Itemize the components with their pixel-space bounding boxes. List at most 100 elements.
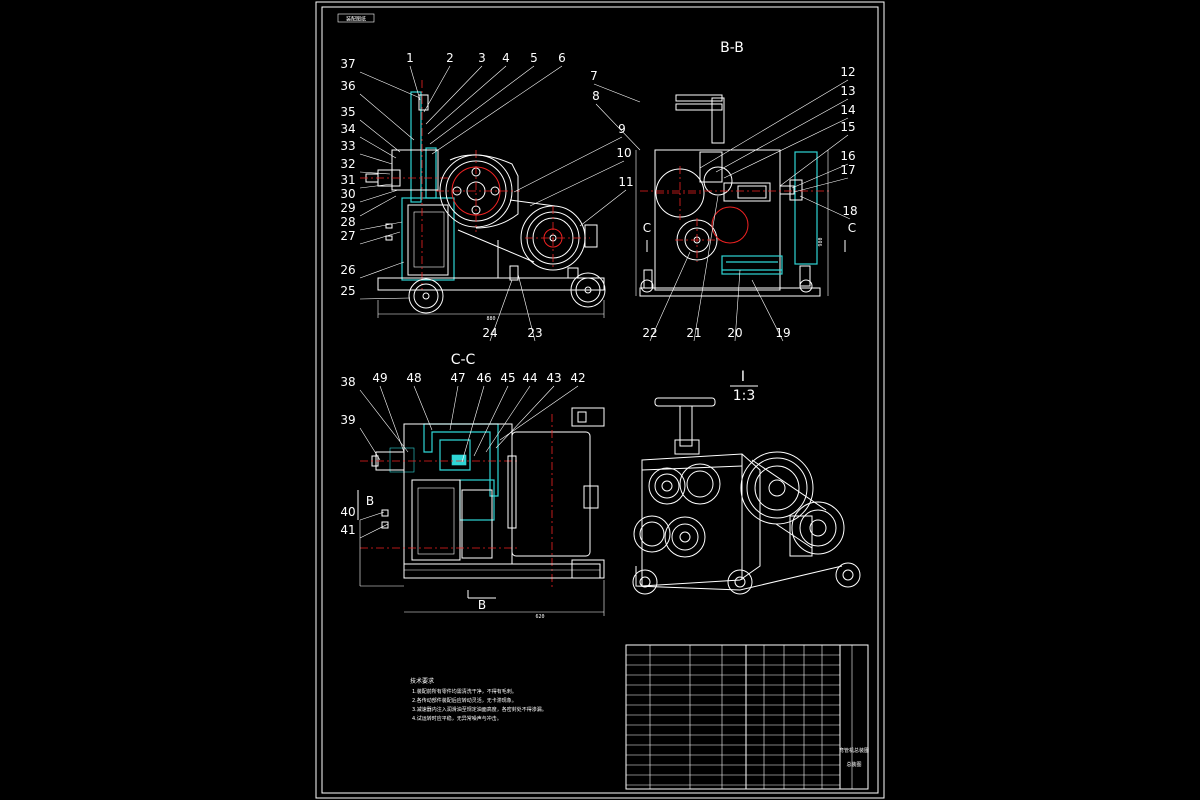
part-label-28: 28 bbox=[340, 215, 355, 229]
cc-view: C-C 620 B B bbox=[357, 352, 605, 620]
part-label-2: 2 bbox=[446, 51, 454, 65]
part-label-8: 8 bbox=[592, 89, 600, 103]
part-label-24: 24 bbox=[482, 326, 497, 340]
leader-line bbox=[579, 189, 627, 227]
front-width-dim: 880 bbox=[486, 316, 495, 322]
part-label-21: 21 bbox=[686, 326, 701, 340]
tech-heading: 技术要求 bbox=[410, 677, 434, 685]
leader-line bbox=[425, 65, 483, 125]
leader-line bbox=[715, 98, 849, 173]
leader-line bbox=[473, 385, 509, 457]
corner-tag: 装配图纸 bbox=[346, 16, 366, 23]
leader-line bbox=[423, 65, 451, 113]
bb-height-dim: 980 bbox=[818, 237, 824, 246]
part-label-12: 12 bbox=[840, 65, 855, 79]
leader-line bbox=[791, 163, 849, 189]
drawing-name: 弯管机总装图 bbox=[839, 747, 869, 754]
part-label-30: 30 bbox=[340, 187, 355, 201]
bb-view: B-B C C bbox=[635, 40, 856, 297]
part-label-47: 47 bbox=[450, 371, 465, 385]
part-label-10: 10 bbox=[616, 146, 631, 160]
leader-line bbox=[799, 195, 851, 220]
leader-line bbox=[359, 71, 421, 99]
leader-line bbox=[431, 65, 563, 155]
leader-line bbox=[449, 385, 459, 431]
leader-line bbox=[751, 279, 784, 342]
leader-line bbox=[693, 195, 719, 342]
leader-line bbox=[517, 273, 536, 342]
tech-line: 4.试运转时应平稳，无异常噪声与冲击。 bbox=[412, 715, 502, 722]
leader-line bbox=[359, 171, 391, 175]
part-label-35: 35 bbox=[340, 105, 355, 119]
leader-line bbox=[359, 189, 399, 203]
leader-line bbox=[413, 385, 433, 431]
leader-line bbox=[359, 183, 393, 189]
part-label-34: 34 bbox=[340, 122, 355, 136]
part-label-23: 23 bbox=[527, 326, 542, 340]
leader-line bbox=[359, 511, 385, 521]
sheet-border bbox=[315, 1, 885, 799]
leader-line bbox=[461, 385, 485, 463]
part-label-40: 40 bbox=[340, 505, 355, 519]
leader-line bbox=[699, 79, 849, 169]
detail-ratio-bottom: 1:3 bbox=[733, 388, 756, 404]
part-label-42: 42 bbox=[570, 371, 585, 385]
part-label-13: 13 bbox=[840, 84, 855, 98]
isometric-view: I 1:3 bbox=[632, 369, 861, 595]
leader-line bbox=[595, 103, 641, 151]
cc-title: C-C bbox=[451, 352, 476, 368]
leader-line bbox=[723, 117, 849, 179]
part-label-17: 17 bbox=[840, 163, 855, 177]
part-label-44: 44 bbox=[522, 371, 537, 385]
part-label-9: 9 bbox=[618, 122, 626, 136]
leader-line bbox=[489, 279, 513, 342]
part-label-22: 22 bbox=[642, 326, 657, 340]
part-label-37: 37 bbox=[340, 57, 355, 71]
leader-line bbox=[529, 160, 625, 207]
leader-line bbox=[409, 65, 421, 101]
part-label-26: 26 bbox=[340, 263, 355, 277]
part-label-49: 49 bbox=[372, 371, 387, 385]
leader-line bbox=[359, 93, 415, 141]
part-label-18: 18 bbox=[842, 204, 857, 218]
cc-width-dim: 620 bbox=[535, 614, 544, 620]
front-view: 880 bbox=[360, 80, 606, 322]
cc-cut-b-bottom: B bbox=[478, 598, 486, 612]
leader-line bbox=[499, 385, 579, 441]
part-label-29: 29 bbox=[340, 201, 355, 215]
part-label-45: 45 bbox=[500, 371, 515, 385]
title-block: 弯管机总装图 总装图 bbox=[625, 644, 869, 790]
cc-cut-b-top: B bbox=[366, 494, 374, 508]
leader-line bbox=[485, 385, 531, 453]
part-label-1: 1 bbox=[406, 51, 414, 65]
part-label-31: 31 bbox=[340, 173, 355, 187]
drawing-no: 总装图 bbox=[846, 761, 861, 768]
leader-line bbox=[427, 65, 507, 135]
part-label-11: 11 bbox=[618, 175, 633, 189]
part-label-16: 16 bbox=[840, 149, 855, 163]
leader-line bbox=[379, 385, 405, 453]
part-label-38: 38 bbox=[340, 375, 355, 389]
leader-line bbox=[359, 136, 397, 159]
detail-ratio-top: I bbox=[741, 369, 745, 385]
leader-line bbox=[495, 385, 555, 449]
leader-line bbox=[793, 177, 849, 193]
leader-line bbox=[359, 221, 403, 231]
part-label-19: 19 bbox=[775, 326, 790, 340]
leader-line bbox=[359, 119, 401, 153]
leader-line bbox=[513, 136, 623, 193]
part-label-3: 3 bbox=[478, 51, 486, 65]
bb-cut-c-left: C bbox=[643, 221, 651, 235]
corner-tag-box bbox=[337, 13, 375, 23]
part-label-20: 20 bbox=[727, 326, 742, 340]
tech-line: 3.减速器内注入润滑油至规定油面高度，各密封处不得渗漏。 bbox=[412, 706, 547, 713]
drawing-frame bbox=[321, 6, 879, 794]
part-label-39: 39 bbox=[340, 413, 355, 427]
part-label-27: 27 bbox=[340, 229, 355, 243]
leader-line bbox=[779, 134, 849, 187]
part-label-6: 6 bbox=[558, 51, 566, 65]
part-label-32: 32 bbox=[340, 157, 355, 171]
part-label-48: 48 bbox=[406, 371, 421, 385]
